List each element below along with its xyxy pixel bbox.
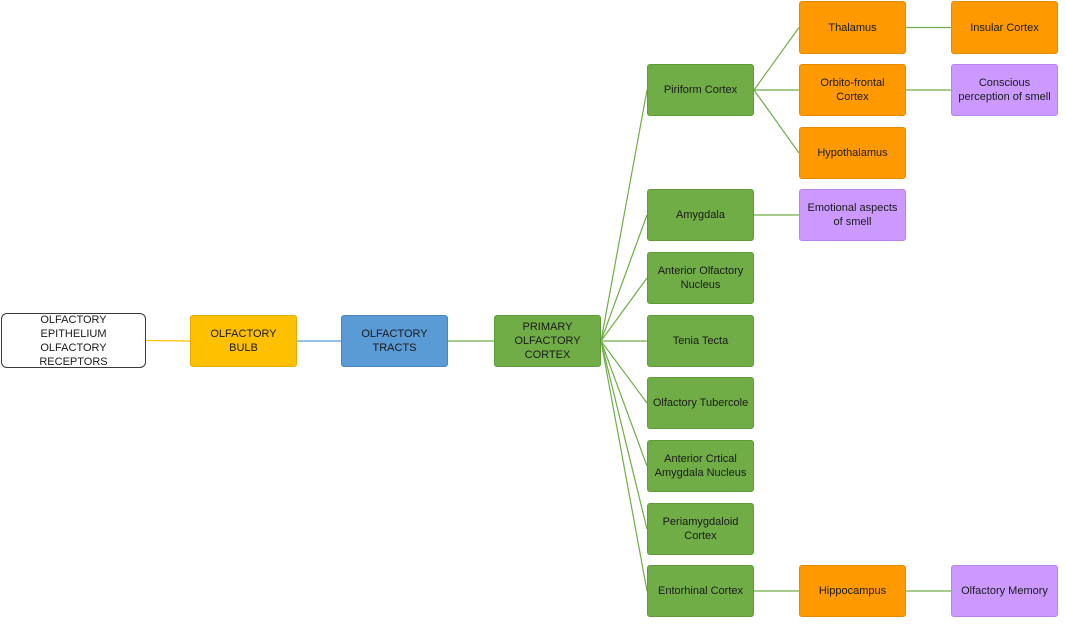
node-label-line: Cortex [836,91,869,103]
node-label-line: Olfactory Memory [961,585,1048,597]
node-thalamus: Thalamus [799,1,906,54]
node-hippocampus: Hippocampus [799,565,906,617]
connector-piriform-hypo [753,89,800,154]
connector-primary-piriform [600,89,648,342]
node-label-line: Orbito-frontal [820,77,885,89]
node-label-line: Periamygdaloid [662,516,739,528]
connector-primary-peria [600,340,648,530]
node-tenia-tecta: Tenia Tecta [647,315,754,367]
connector-piriform-thalamus [753,27,800,91]
node-label-line: Amygdala Nucleus [654,467,747,479]
node-amygdala: Amygdala [647,189,754,241]
connector-primary-aon [600,277,648,342]
connector-primary-tubercle [600,340,648,404]
connector-primary-acan [600,340,648,467]
node-label-line: of smell [833,216,872,228]
node-label-line: Emotional aspects [807,202,898,214]
node-label-line: Entorhinal Cortex [658,585,743,597]
node-entorhinal-cortex: Entorhinal Cortex [647,565,754,617]
node-label-line: OLFACTORY TRACTS [361,328,428,354]
node-olfactory-bulb: OLFACTORY BULB [190,315,297,367]
node-olfactory-tubercle: Olfactory Tubercole [647,377,754,429]
node-insular-cortex: Insular Cortex [951,1,1058,54]
node-label-line: OLFACTORY EPITHELIUM [40,313,107,340]
node-olfactory-memory: Olfactory Memory [951,565,1058,617]
connector-primary-amygdala [600,214,648,342]
node-label-line: Cortex [684,530,717,542]
node-primary-olfactory-cortex: PRIMARY OLFACTORY CORTEX [494,315,601,367]
node-emotional-aspects-of-smell: Emotional aspects of smell [799,189,906,241]
node-label-line: Anterior Crtical [664,453,737,465]
node-olfactory-tracts: OLFACTORY TRACTS [341,315,448,367]
node-hypothalamus: Hypothalamus [799,127,906,179]
node-label-line: Tenia Tecta [672,335,729,347]
node-label-line: Nucleus [680,279,721,291]
node-label-line: Conscious [978,77,1031,89]
node-piriform-cortex: Piriform Cortex [647,64,754,116]
node-conscious-perception-of-smell: Conscious perception of smell [951,64,1058,116]
node-label-line: Insular Cortex [970,21,1039,34]
node-label-line: Hippocampus [818,585,887,597]
node-label-line: Hypothalamus [817,147,888,159]
node-label-line: perception of smell [958,91,1051,103]
node-label-line: OLFACTORY BULB [210,328,277,354]
node-label-line: Piriform Cortex [663,84,738,96]
connector-epithelium-bulb [145,339,191,342]
node-label-line: Anterior Olfactory [657,265,744,277]
node-label-line: Amygdala [676,209,725,221]
connector-primary-entorhinal [600,340,648,592]
node-label-line: Olfactory Tubercole [652,397,749,409]
node-label-line: OLFACTORY RECEPTORS [39,341,108,368]
node-label-line: Thalamus [828,21,877,34]
node-label-line: OLFACTORY CORTEX [514,335,581,361]
node-label-line: PRIMARY [522,321,573,333]
